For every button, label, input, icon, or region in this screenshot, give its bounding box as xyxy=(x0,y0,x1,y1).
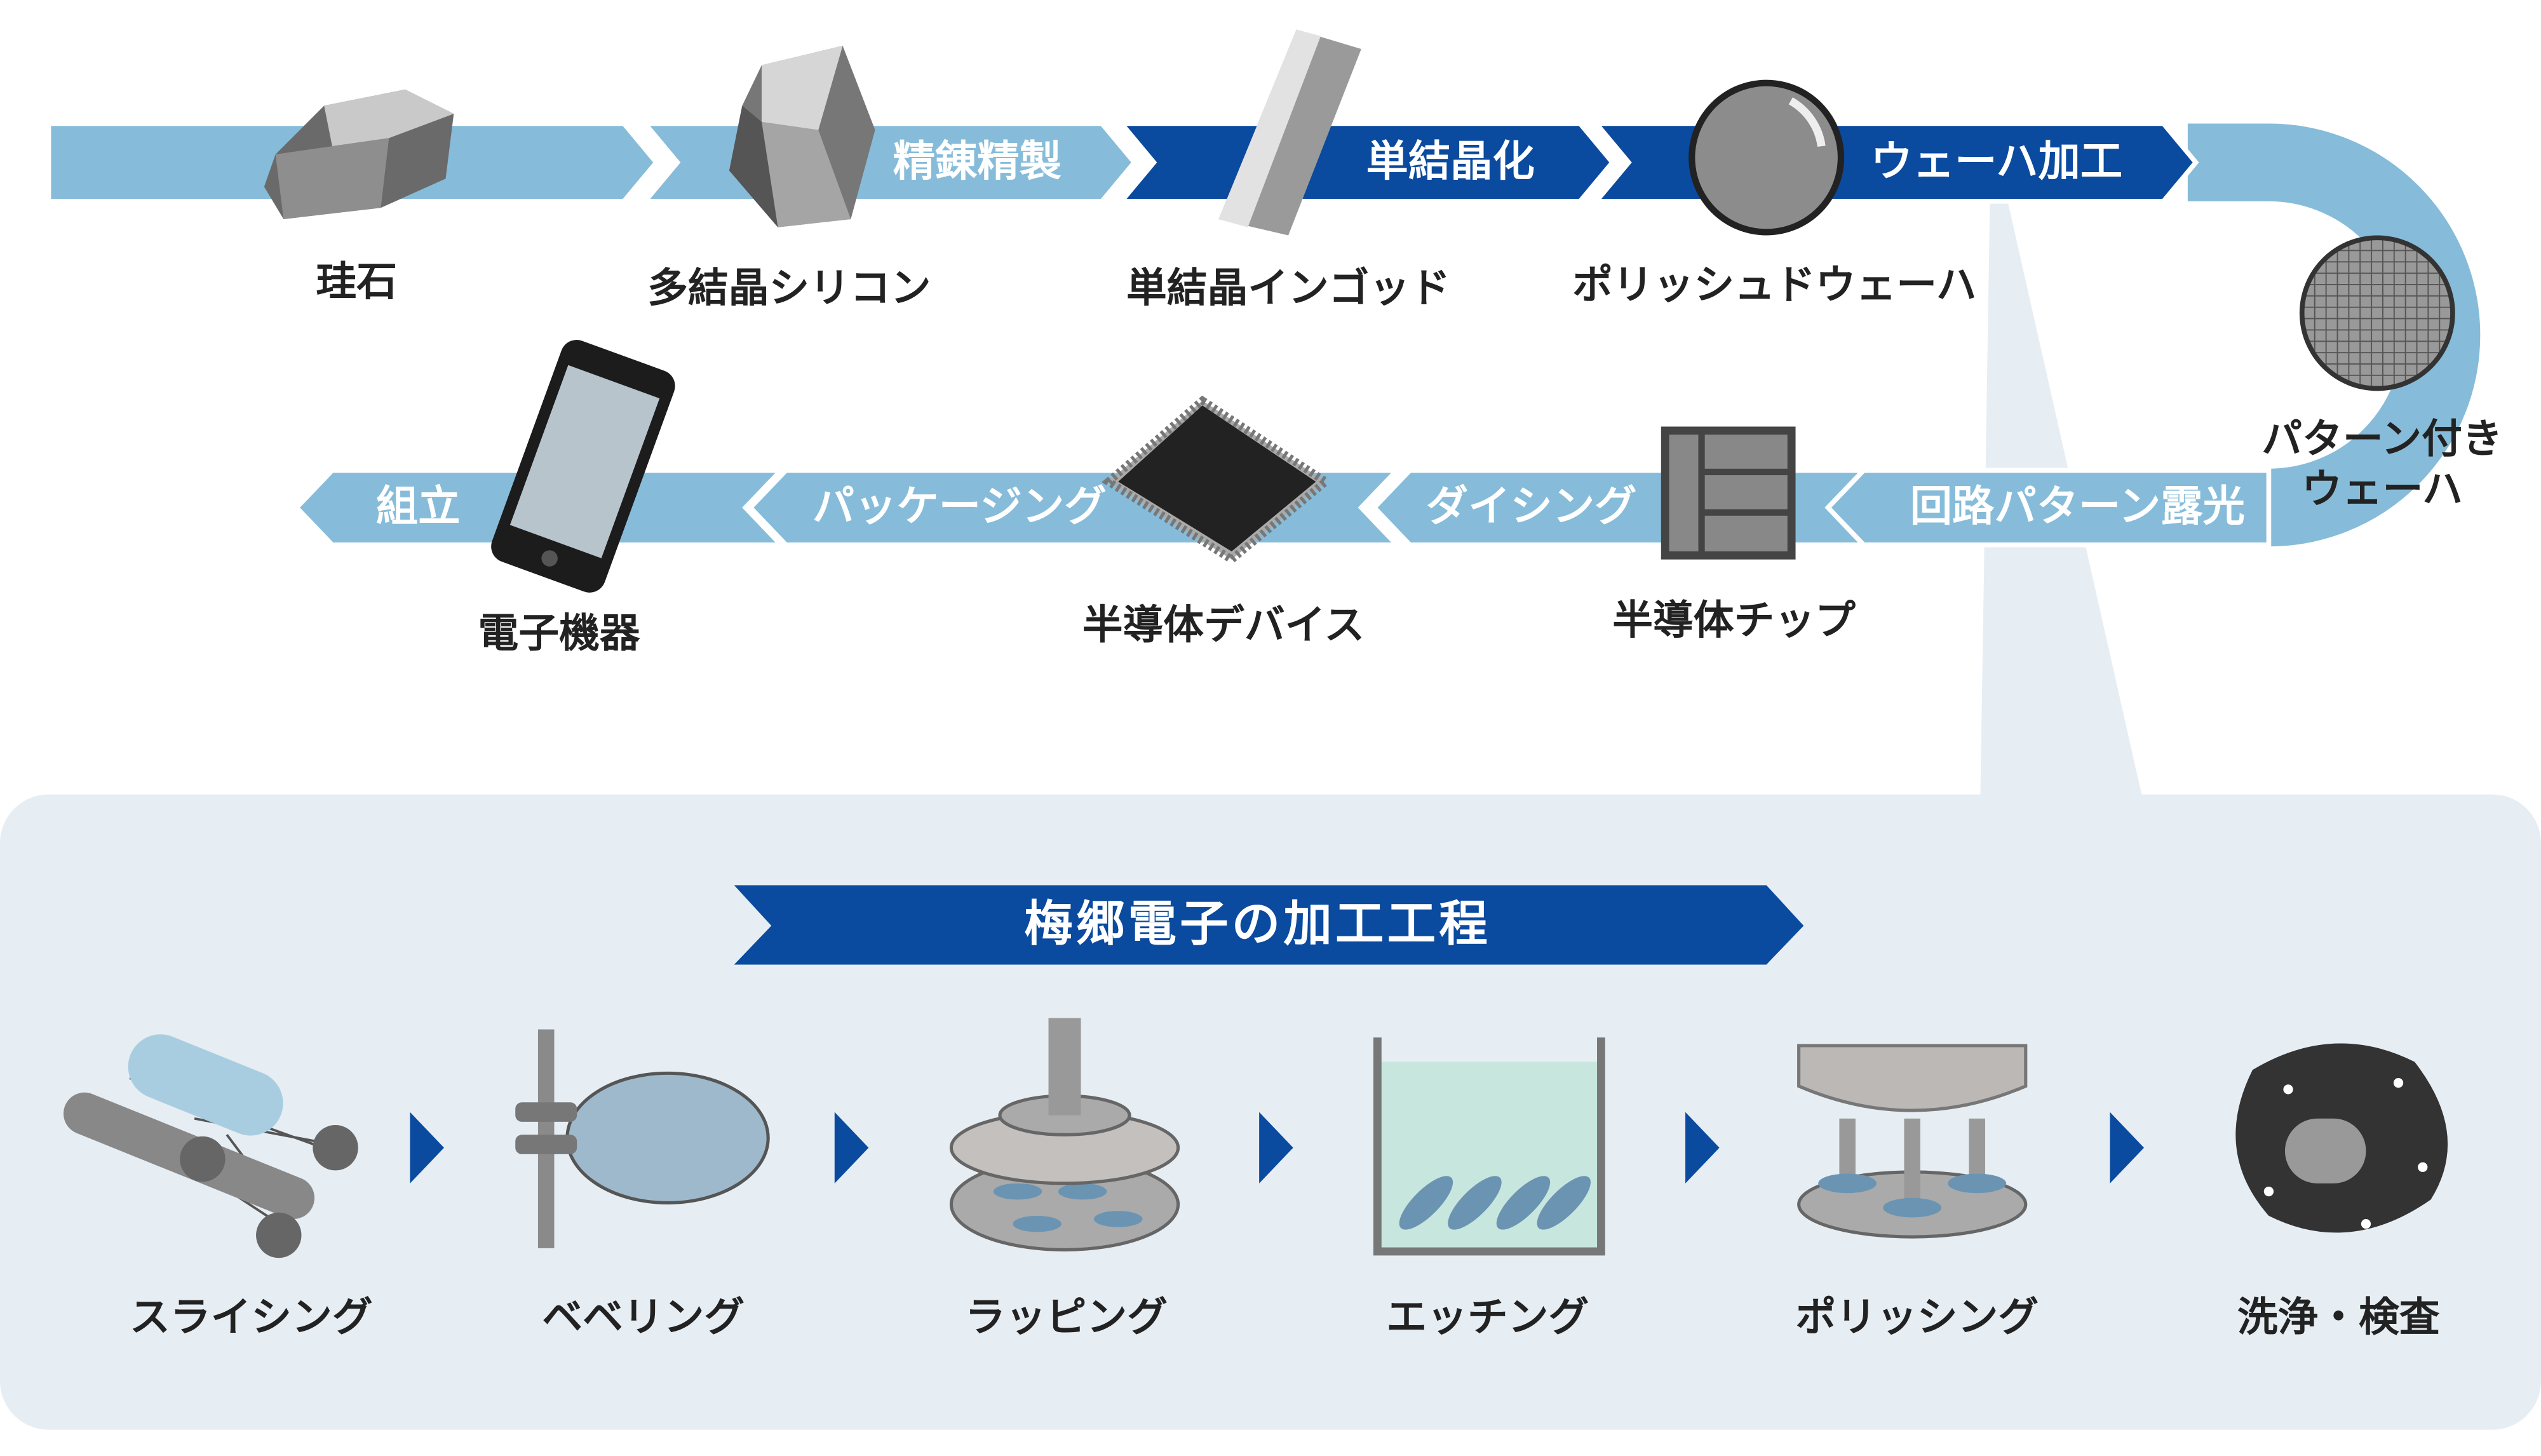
next-triangle-icon xyxy=(1685,1112,1720,1183)
item-label-chip: 半導体チップ xyxy=(1612,597,1856,644)
silica-rock-icon xyxy=(264,89,454,219)
process-title: 梅郷電子の加工工程 xyxy=(1024,896,1491,953)
step-label-cleaning: 洗浄・検査 xyxy=(2237,1294,2440,1341)
arrow-label-wafer-processing: ウェーハ加工 xyxy=(1871,136,2123,185)
arrow-label-exposure: 回路パターン露光 xyxy=(1910,482,2245,531)
beveling-icon xyxy=(515,1029,770,1248)
lapping-icon xyxy=(949,1018,1180,1251)
step-label-slicing: スライシング xyxy=(130,1294,373,1341)
next-triangle-icon xyxy=(410,1112,444,1183)
item-label-ingot: 単結晶インゴッド xyxy=(1126,265,1450,312)
smartphone-icon xyxy=(491,340,675,593)
process-title-banner xyxy=(734,885,1804,965)
arrow-label-single-crystal: 単結晶化 xyxy=(1366,136,1535,185)
item-label-polysilicon: 多結晶シリコン xyxy=(647,265,931,312)
arrow-label-refining: 精錬精製 xyxy=(893,136,1062,185)
etching-icon xyxy=(1373,1037,1605,1256)
next-triangle-icon xyxy=(834,1112,869,1183)
semiconductor-device-icon xyxy=(1102,395,1333,565)
item-label-silica: 珪石 xyxy=(316,259,397,306)
item-label-patterned: パターン付き xyxy=(2261,415,2502,462)
item-label-electronics: 電子機器 xyxy=(478,610,641,657)
item-label-wafer: ウェーハ xyxy=(2302,466,2463,513)
step-label-etching: エッチング xyxy=(1386,1294,1589,1341)
item-label-device: 半導体デバイス xyxy=(1082,602,1365,649)
semiconductor-chip-icon xyxy=(1661,426,1796,560)
patterned-wafer-icon xyxy=(2299,235,2455,391)
step-label-lapping: ラッピング xyxy=(965,1294,1168,1341)
slicing-icon xyxy=(63,1034,358,1258)
cleaning-inspection-icon xyxy=(2235,1043,2448,1233)
polishing-icon xyxy=(1797,1044,2028,1239)
arrow-label-assembly: 組立 xyxy=(376,482,461,531)
arrow-label-dicing: ダイシング xyxy=(1426,482,1637,531)
next-triangle-icon xyxy=(1259,1112,1293,1183)
item-label-polished-wafer: ポリッシュドウェーハ xyxy=(1572,262,1976,309)
ingot-icon xyxy=(1218,29,1361,236)
process-panel xyxy=(0,794,2541,1430)
next-triangle-icon xyxy=(2110,1112,2144,1183)
polished-wafer-icon xyxy=(1688,79,1845,236)
polysilicon-crystal-icon xyxy=(729,46,875,227)
arrow-label-packaging: パッケージング xyxy=(812,482,1107,531)
step-label-polishing: ポリッシング xyxy=(1796,1294,2039,1341)
step-label-beveling: ベベリング xyxy=(542,1294,745,1341)
